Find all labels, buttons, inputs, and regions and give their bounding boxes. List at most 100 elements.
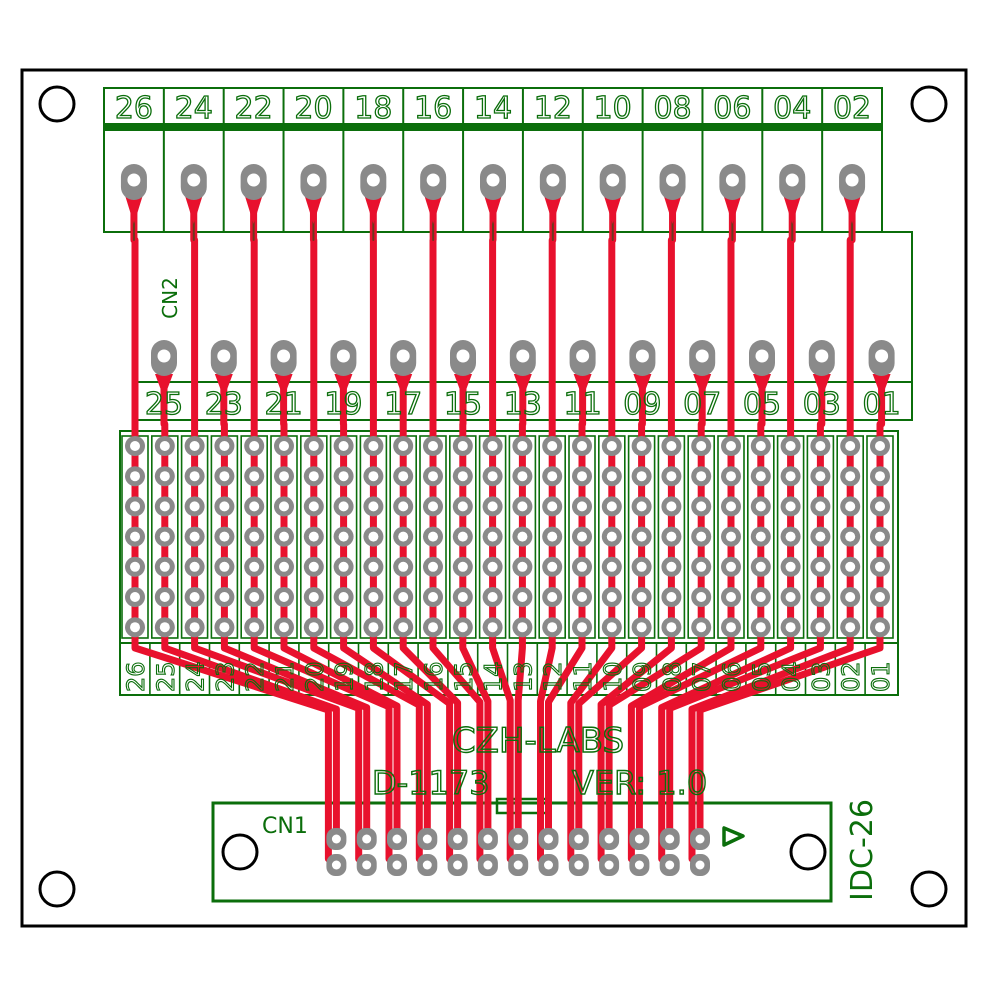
cn2-odd-pad-hole [217, 349, 231, 363]
proto-pad-hole [279, 441, 289, 451]
cn2-even-pad-neck [484, 195, 502, 224]
proto-pad-hole [636, 441, 647, 451]
proto-pad-hole [666, 561, 677, 572]
proto-column-label: 07 [688, 661, 716, 692]
proto-pad-hole [219, 592, 230, 602]
proto-pad-hole [338, 622, 349, 633]
cn2-bottom-pin-label: 21 [265, 387, 303, 422]
cn2-bottom-pin-label: 09 [623, 387, 661, 422]
proto-pad-hole [755, 531, 766, 542]
proto-pad-hole [606, 592, 617, 602]
proto-column-label: 10 [599, 661, 627, 692]
cn2-even-pad-neck [543, 195, 562, 224]
cn1-pad-hole [544, 860, 553, 870]
cn2-bottom-pin-label: 17 [384, 387, 422, 422]
proto-pad-hole [308, 561, 319, 572]
proto-column-label: 18 [360, 661, 388, 692]
proto-pad-hole [189, 501, 200, 512]
cn1-pad-hole [604, 860, 614, 870]
cn2-even-pad-hole [546, 173, 560, 187]
mounting-hole [221, 833, 259, 871]
cn1-pad-hole [422, 860, 432, 870]
cn2-bottom-pin-label: 15 [444, 387, 482, 422]
proto-pad-hole [130, 592, 140, 602]
proto-pad-hole [696, 592, 707, 602]
proto-pad-hole [666, 471, 677, 482]
proto-pad-hole [636, 622, 647, 633]
proto-pad-hole [219, 622, 230, 633]
cn2-even-pad-hole [306, 173, 320, 187]
cn2-top-pin-label: 06 [713, 91, 751, 126]
proto-pad-hole [189, 471, 200, 482]
proto-pad-hole [666, 441, 677, 451]
cn2-top-pin-label: 04 [773, 91, 811, 126]
proto-pad-hole [487, 531, 498, 542]
proto-pad-hole [338, 471, 349, 482]
proto-pad-hole [577, 441, 587, 451]
proto-pad-hole [428, 501, 438, 512]
copper-traces-layer [124, 182, 891, 869]
proto-pad-hole [666, 592, 677, 602]
proto-pad-hole [159, 531, 170, 542]
proto-pad-hole [875, 471, 885, 482]
cn2-odd-pad-neck [513, 374, 532, 398]
proto-pad-hole [428, 622, 438, 633]
cn2-odd-pad-neck [693, 374, 712, 398]
proto-pad-hole [815, 622, 826, 633]
cn2-top-pin-label: 20 [294, 91, 332, 126]
cn1-body [211, 801, 833, 903]
cn2-bottom-pin-label: 25 [145, 387, 183, 422]
cn2-top-pin-label: 14 [474, 91, 512, 126]
proto-column-label: 14 [480, 661, 508, 692]
proto-pad-hole [815, 471, 826, 482]
cn1-type-label: IDC-26 [845, 799, 880, 901]
proto-pad-hole [785, 592, 796, 602]
proto-pad-hole [398, 592, 409, 602]
proto-pad-hole [577, 471, 587, 482]
proto-pad-hole [428, 441, 438, 451]
cn2-odd-pad-hole [875, 349, 889, 363]
proto-pad-hole [279, 501, 289, 512]
proto-pad-hole [636, 592, 647, 602]
cn2-even-pad-hole [187, 173, 201, 187]
cn2-even-pad-hole [606, 173, 620, 187]
proto-pad-hole [666, 501, 677, 512]
cn2-even-pad-neck [244, 195, 263, 224]
proto-pad-hole [577, 501, 587, 512]
proto-pad-hole [368, 441, 379, 451]
proto-pad-hole [666, 622, 677, 633]
proto-pad-hole [368, 531, 379, 542]
proto-column-label: 25 [152, 661, 180, 692]
proto-column-label: 03 [807, 661, 835, 692]
cn1-pad-hole [695, 834, 705, 844]
cn1-pad-hole [665, 834, 675, 844]
cn2-odd-pad-neck [274, 374, 293, 398]
proto-pad-hole [696, 561, 707, 572]
cn2-even-pad-neck [424, 195, 443, 224]
proto-pad-hole [517, 592, 528, 602]
cn2-odd-pad-hole [516, 349, 530, 363]
proto-pad-hole [696, 441, 707, 451]
proto-pad-hole [249, 622, 260, 633]
proto-column-label: 21 [271, 661, 299, 692]
proto-pad-hole [428, 531, 438, 542]
proto-pad-hole [577, 622, 587, 633]
proto-column-label: 24 [182, 661, 210, 692]
proto-column-label: 05 [748, 661, 776, 692]
proto-pad-hole [219, 501, 230, 512]
proto-pad-hole [189, 622, 200, 633]
proto-pad-hole [487, 622, 498, 633]
proto-column-label: 22 [241, 661, 269, 692]
cn1-pad-hole [453, 834, 463, 844]
cn1-pad-hole [331, 834, 341, 844]
proto-pad-hole [368, 561, 379, 572]
cn2-odd-pad-hole [336, 349, 350, 363]
proto-pad-hole [159, 501, 170, 512]
proto-pad-hole [159, 592, 170, 602]
proto-pad-hole [696, 531, 707, 542]
cn2-bottom-pin-label: 23 [205, 387, 243, 422]
proto-pad-hole [308, 531, 319, 542]
proto-pad-hole [279, 531, 289, 542]
proto-pad-hole [696, 501, 707, 512]
cn2-odd-pad-neck [633, 374, 652, 398]
